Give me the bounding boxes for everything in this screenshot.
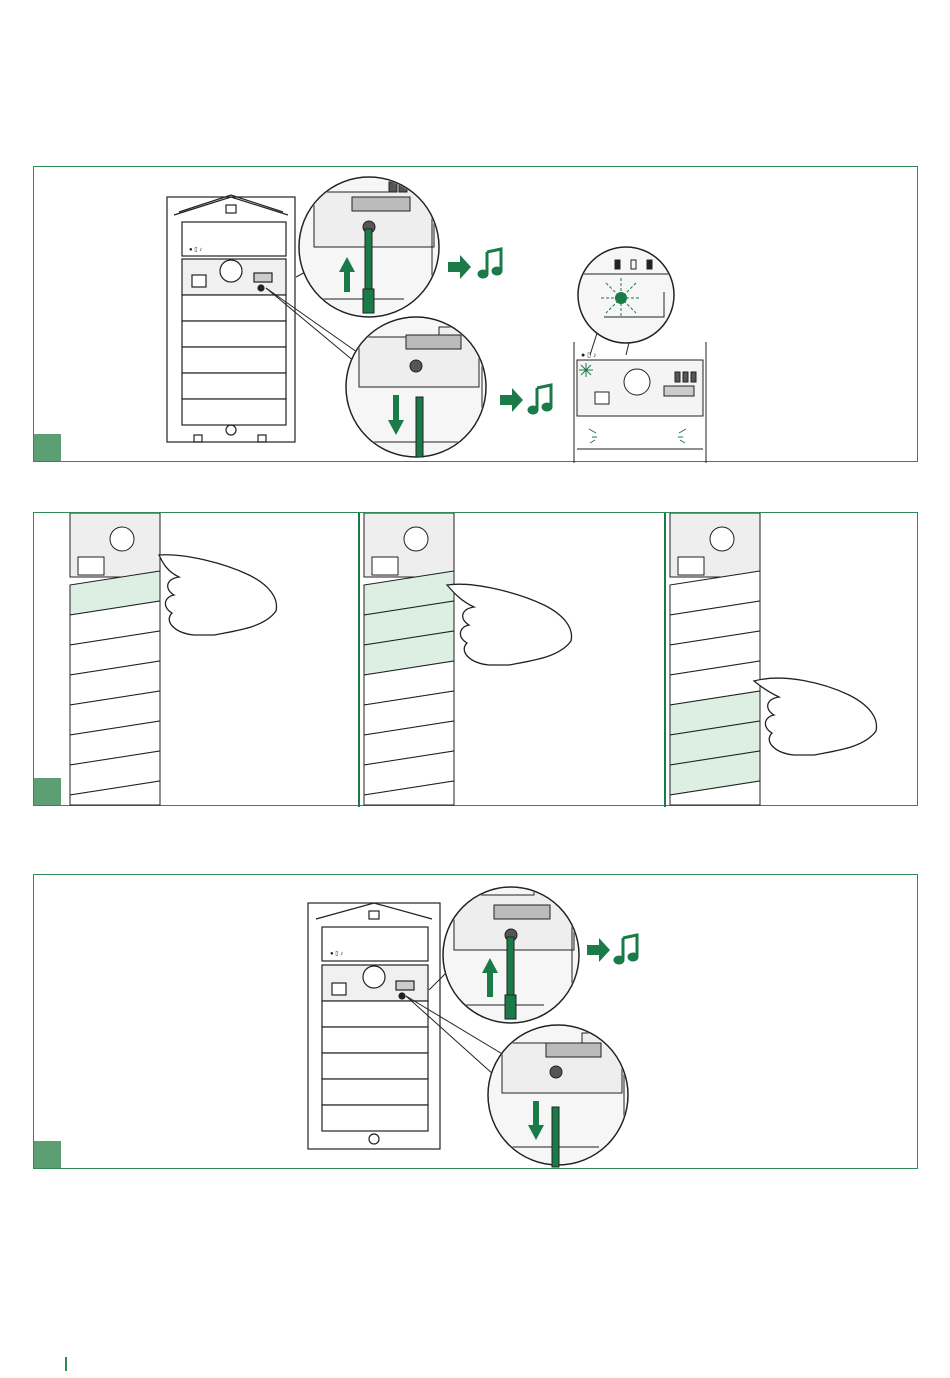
door-station-icon: ● ▯ ♪ bbox=[308, 903, 440, 1149]
svg-text:● ▯ ♪: ● ▯ ♪ bbox=[581, 352, 596, 359]
page-footer-mark bbox=[65, 1357, 67, 1371]
panel-1: ● ▯ ♪ bbox=[33, 166, 918, 462]
panel-2 bbox=[33, 512, 918, 806]
panel-2-illustration bbox=[34, 513, 919, 807]
zoom-circle-down bbox=[346, 317, 486, 457]
panel-1-illustration: ● ▯ ♪ bbox=[34, 167, 919, 463]
button-module-icon bbox=[359, 513, 454, 807]
speaker-icon bbox=[647, 260, 652, 269]
screwdriver-icon bbox=[552, 1107, 559, 1167]
panel-3: ● ▯ ♪ bbox=[33, 874, 918, 1169]
zoom-circle-up bbox=[443, 885, 579, 1025]
screwdriver-icon bbox=[363, 229, 374, 313]
bell-icon bbox=[615, 260, 620, 269]
led-detail: ● ▯ ♪ bbox=[574, 247, 706, 463]
svg-text:● ▯ ♪: ● ▯ ♪ bbox=[330, 951, 343, 957]
hand-icon bbox=[159, 555, 277, 635]
door-station-icon: ● ▯ ♪ bbox=[167, 195, 295, 442]
arrow-right-icon bbox=[587, 938, 610, 962]
zoom-circle-up bbox=[299, 177, 439, 317]
zoom-circle-down bbox=[488, 1025, 628, 1167]
hand-icon bbox=[754, 678, 877, 755]
screwdriver-icon bbox=[505, 937, 516, 1019]
svg-text:● ▯ ♪: ● ▯ ♪ bbox=[189, 247, 202, 253]
panel-3-illustration: ● ▯ ♪ bbox=[34, 875, 919, 1170]
music-note-icon bbox=[478, 249, 552, 414]
blinking-led-icon bbox=[579, 363, 593, 377]
screwdriver-icon bbox=[416, 397, 423, 457]
hand-icon bbox=[447, 584, 572, 665]
music-note-icon bbox=[614, 935, 638, 964]
button-module-icon bbox=[665, 513, 760, 807]
button-module-icon bbox=[70, 513, 160, 805]
